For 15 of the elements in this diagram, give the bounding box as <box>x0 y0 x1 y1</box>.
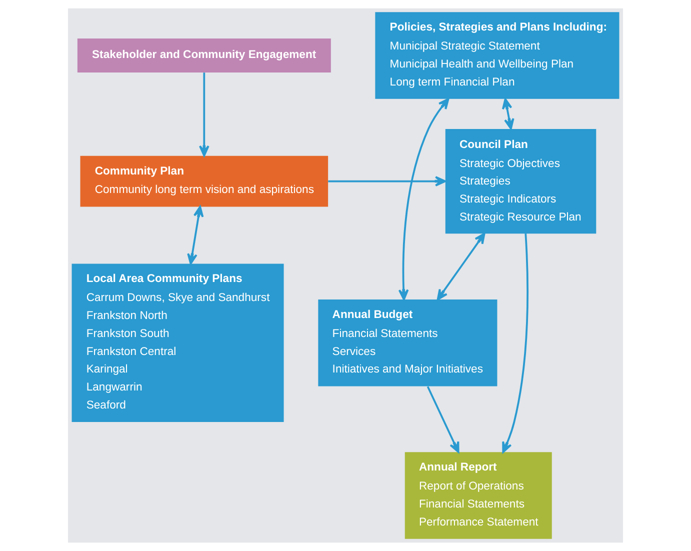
node-box: Annual Report Report of Operations Financial Statements Performance Statement <box>404 452 552 539</box>
node-box: Local Area Community Plans Carrum Downs, Skye and Sandhurst Frankston North Frankston South Frankston Central Karingal Langwarrin Seaford <box>72 264 284 422</box>
node-box: Policies, Strategies and Plans Including: Municipal Strategic Statement Municipal Health and Wellbeing Plan Long term Financial Plan <box>375 12 620 99</box>
node-box: Stakeholder and Community Engagement <box>77 38 331 72</box>
node-box: Council Plan Strategic Objectives Strategies Strategic Indicators Strategic Resource Plan <box>445 128 596 234</box>
arrow <box>502 98 514 130</box>
arrow <box>436 232 486 300</box>
node-box: Annual Budget Financial Statements Services Initiatives and Major Initiatives <box>318 300 498 386</box>
arrow <box>198 72 210 156</box>
arrow <box>426 386 460 453</box>
arrow <box>187 206 204 265</box>
arrow <box>328 176 446 186</box>
node-box: Community Plan Community long term vision and aspirations <box>80 156 328 207</box>
arrow <box>502 234 528 453</box>
arrow <box>398 98 450 300</box>
